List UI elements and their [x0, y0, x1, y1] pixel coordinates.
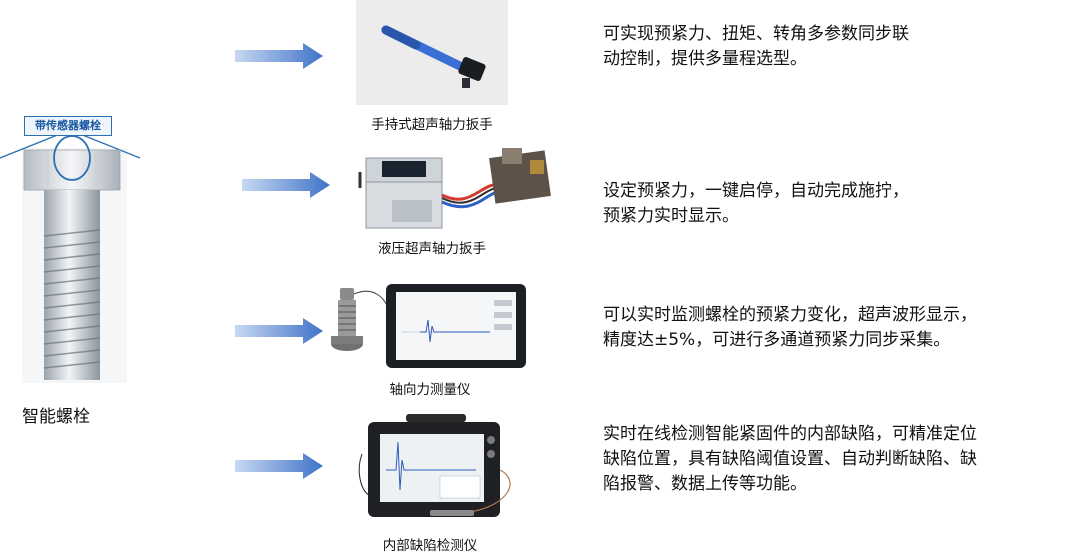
handheld-wrench-description: 可实现预紧力、扭矩、转角多参数同步联 动控制，提供多量程选型。 [603, 24, 909, 69]
handheld-wrench-caption: 手持式超声轴力扳手 [371, 117, 493, 133]
axial-force-meter-image [330, 280, 530, 370]
axial-force-meter-description: 可以实时监测螺栓的预紧力变化，超声波形显示， 精度达±5%，可进行多通道预紧力同… [603, 305, 977, 350]
hydraulic-wrench-image [352, 140, 557, 232]
sensor-bolt-tag: 带传感器螺栓 [24, 116, 112, 136]
defect-detector-caption: 内部缺陷检测仪 [382, 538, 478, 554]
arrow-right-icon [235, 453, 323, 479]
smart-bolt-illustration [0, 108, 145, 383]
hydraulic-wrench-icon [358, 148, 551, 229]
arrow-right-icon [242, 172, 330, 198]
hydraulic-wrench-description: 设定预紧力，一键启停，自动完成施拧， 预紧力实时显示。 [603, 181, 909, 226]
handheld-wrench-image [356, 0, 508, 105]
defect-detector-icon [358, 414, 511, 517]
arrow-right-icon [235, 318, 323, 344]
arrow-right-icon [235, 43, 323, 69]
defect-detector-description: 实时在线检测智能紧固件的内部缺陷，可精准定位 缺陷位置，具有缺陷阈值设置、自动判… [603, 424, 977, 494]
smart-bolt-caption: 智能螺栓 [22, 407, 90, 427]
torque-wrench-icon [381, 25, 486, 88]
axial-force-meter-caption: 轴向力测量仪 [389, 382, 471, 398]
force-meter-icon [331, 284, 526, 368]
bolt-icon [0, 129, 141, 383]
defect-detector-image [350, 410, 530, 532]
hydraulic-wrench-caption: 液压超声轴力扳手 [378, 241, 486, 257]
